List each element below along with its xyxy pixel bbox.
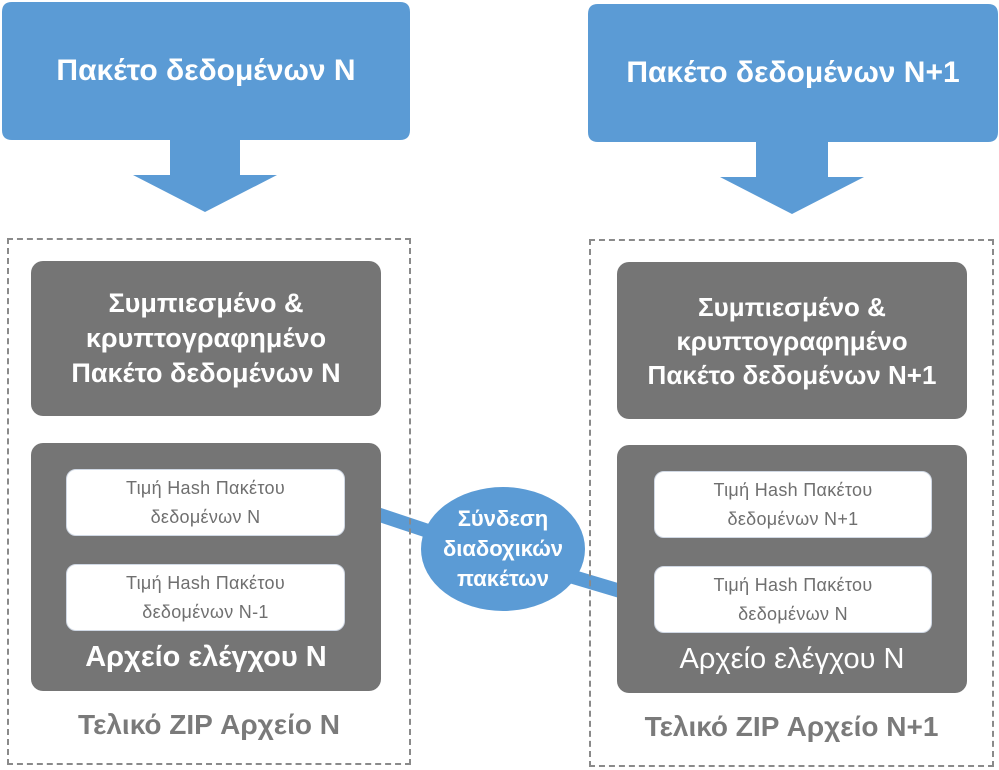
left-compressed-packet-box: Συμπιεσμένο & κρυπτογραφημένο Πακέτο δεδ… bbox=[31, 261, 381, 416]
link-label: Σύνδεση διαδοχικών πακέτων bbox=[442, 506, 564, 591]
left-packet-callout-shape bbox=[2, 2, 410, 212]
right-compressed-packet-box: Συμπιεσμένο & κρυπτογραφημένο Πακέτο δεδ… bbox=[617, 262, 967, 419]
left-hash-previous-box: Τιμή Hash Πακέτου δεδομένων Ν-1 bbox=[66, 564, 345, 631]
right-packet-callout-shape bbox=[588, 4, 998, 214]
left-control-file-label: Αρχείο ελέγχου Ν bbox=[85, 640, 327, 673]
left-hash-current-box: Τιμή Hash Πακέτου δεδομένων Ν bbox=[66, 469, 345, 536]
right-hash-previous-box: Τιμή Hash Πακέτου δεδομένων Ν bbox=[654, 566, 932, 633]
left-final-zip-label: Τελικό ZIP Αρχείο Ν bbox=[78, 709, 340, 740]
right-final-zip-label: Τελικό ZIP Αρχείο Ν+1 bbox=[644, 711, 939, 742]
left-packet-title: Πακέτο δεδομένων Ν bbox=[56, 54, 356, 87]
right-control-file-label: Αρχείο ελέγχου Ν bbox=[679, 642, 905, 675]
right-hash-current-box: Τιμή Hash Πακέτου δεδομένων Ν+1 bbox=[654, 471, 932, 538]
link-circle bbox=[421, 487, 585, 611]
right-packet-title: Πακέτο δεδομένων Ν+1 bbox=[626, 56, 960, 89]
right-zip-container bbox=[589, 239, 994, 767]
left-zip-container bbox=[7, 238, 411, 765]
